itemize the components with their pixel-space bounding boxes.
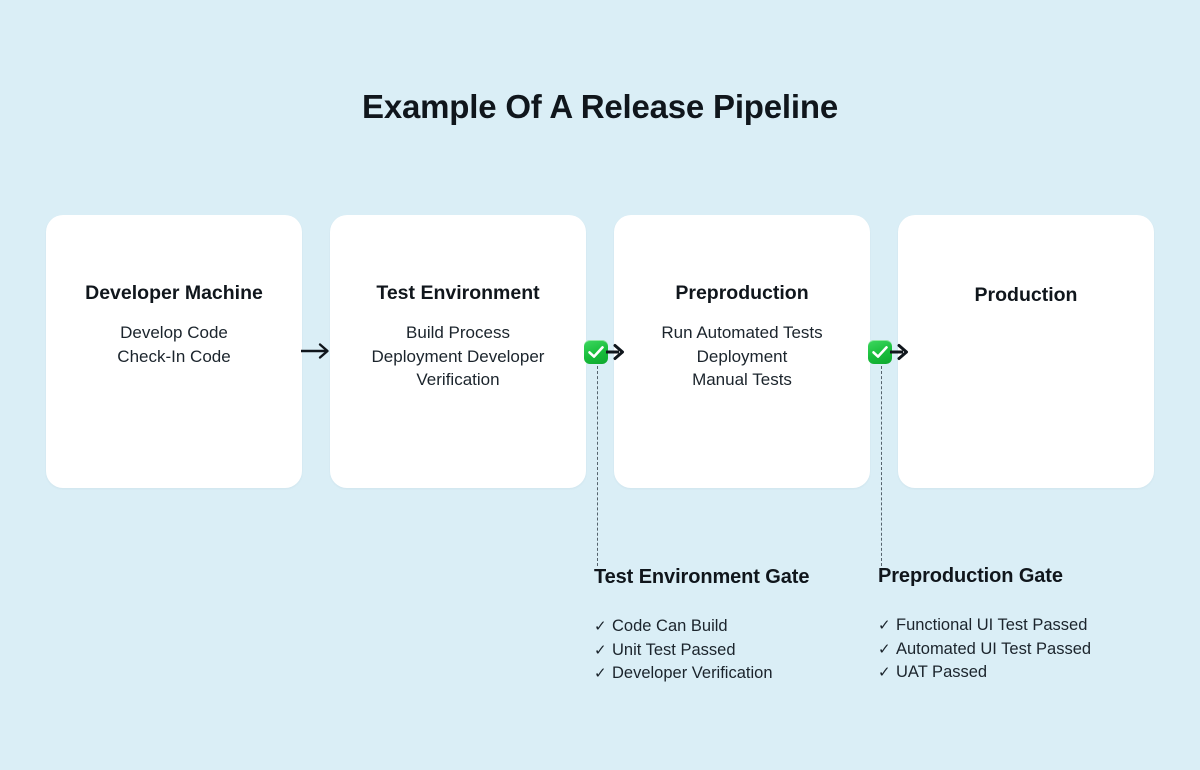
green-check-badge-icon [868,340,892,364]
gate-criteria-item: ✓ Developer Verification [594,662,864,686]
stage-card-production: Production [898,215,1154,488]
stage-title: Test Environment [376,282,540,304]
gate-heading: Test Environment Gate [594,566,810,588]
gate-criteria-list: ✓ Code Can Build ✓ Unit Test Passed ✓ De… [594,615,864,686]
stage-card-developer-machine: Developer Machine Develop Code Check-In … [46,215,302,488]
stage-title: Preproduction [675,282,809,304]
arrow-right-icon [606,342,630,362]
stage-detail-line: Deployment Developer [371,346,545,366]
gate-marker-test-environment [584,340,630,366]
gate-block-test-environment: Test Environment Gate ✓ Code Can Build ✓… [594,566,864,686]
stage-detail-line: Develop Code [120,323,228,342]
stage-detail-line: Verification [416,370,500,389]
green-check-badge-icon [584,340,608,364]
check-icon: ✓ [594,665,607,682]
arrow-right-icon [890,342,914,362]
gate-criteria-item: ✓ Automated UI Test Passed [878,638,1178,662]
gate-criteria-label: Developer Verification [612,664,773,682]
check-icon: ✓ [878,664,891,681]
gate-criteria-label: UAT Passed [896,663,988,681]
gate-criteria-item: ✓ Unit Test Passed [594,639,864,663]
dashed-connector-line [880,366,882,566]
gate-marker-preproduction [868,340,914,366]
gate-criteria-item: ✓ UAT Passed [878,661,1178,685]
dashed-connector-line [596,366,598,566]
check-icon: ✓ [594,641,607,659]
gate-criteria-list: ✓ Functional UI Test Passed ✓ Automated … [878,614,1178,685]
stage-title: Developer Machine [85,282,263,304]
stage-detail-line: Run Automated Tests [661,323,823,342]
stage-card-test-environment: Test Environment Build Process Deploymen… [330,215,586,488]
arrow-right-icon [300,338,332,364]
gate-criteria-item: ✓ Functional UI Test Passed [878,614,1178,638]
stage-detail-line: Build Process [406,323,510,342]
stage-detail-list: Run Automated Tests Deployment Manual Te… [620,321,864,392]
gate-block-preproduction: Preproduction Gate ✓ Functional UI Test … [878,565,1178,685]
stage-detail-list: Develop Code Check-In Code [52,321,296,368]
stage-title: Production [974,284,1078,306]
gate-criteria-label: Functional UI Test Passed [896,616,1088,634]
stage-detail-line: Manual Tests [692,370,792,389]
gate-criteria-label: Code Can Build [612,617,728,635]
page-title: Example Of A Release Pipeline [362,88,838,125]
stage-detail-line: Check-In Code [117,346,231,366]
stage-detail-list: Build Process Deployment Developer Verif… [336,321,580,392]
stage-detail-line: Deployment [696,346,788,366]
check-icon: ✓ [594,618,607,635]
gate-criteria-label: Unit Test Passed [612,640,736,659]
gate-heading: Preproduction Gate [878,565,1063,587]
gate-criteria-label: Automated UI Test Passed [896,639,1092,658]
stage-card-preproduction: Preproduction Run Automated Tests Deploy… [614,215,870,488]
check-icon: ✓ [878,617,891,634]
check-icon: ✓ [878,640,891,658]
gate-criteria-item: ✓ Code Can Build [594,615,864,639]
